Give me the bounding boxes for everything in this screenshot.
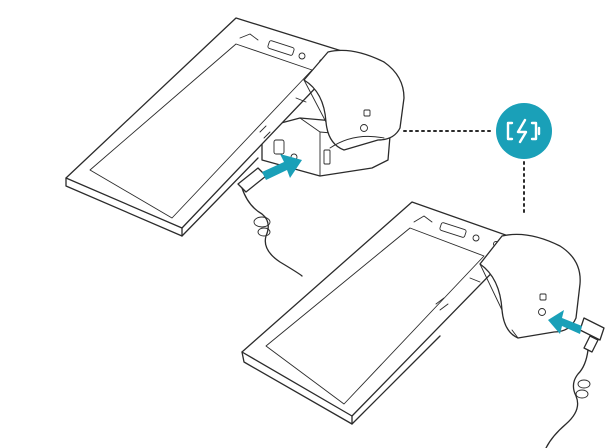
power-cable-standalone — [545, 317, 605, 448]
insert-arrow-icon — [262, 154, 302, 180]
insert-arrow-icon — [548, 310, 582, 334]
terminal-on-dock-illustration — [65, 17, 405, 277]
charging-badge — [496, 103, 552, 159]
terminal-direct-illustration — [241, 201, 605, 448]
charging-battery-icon — [506, 118, 541, 144]
payment-terminal — [65, 17, 405, 237]
payment-terminal-standalone — [241, 201, 581, 425]
callout-connector — [403, 130, 525, 213]
power-cable — [237, 167, 303, 277]
